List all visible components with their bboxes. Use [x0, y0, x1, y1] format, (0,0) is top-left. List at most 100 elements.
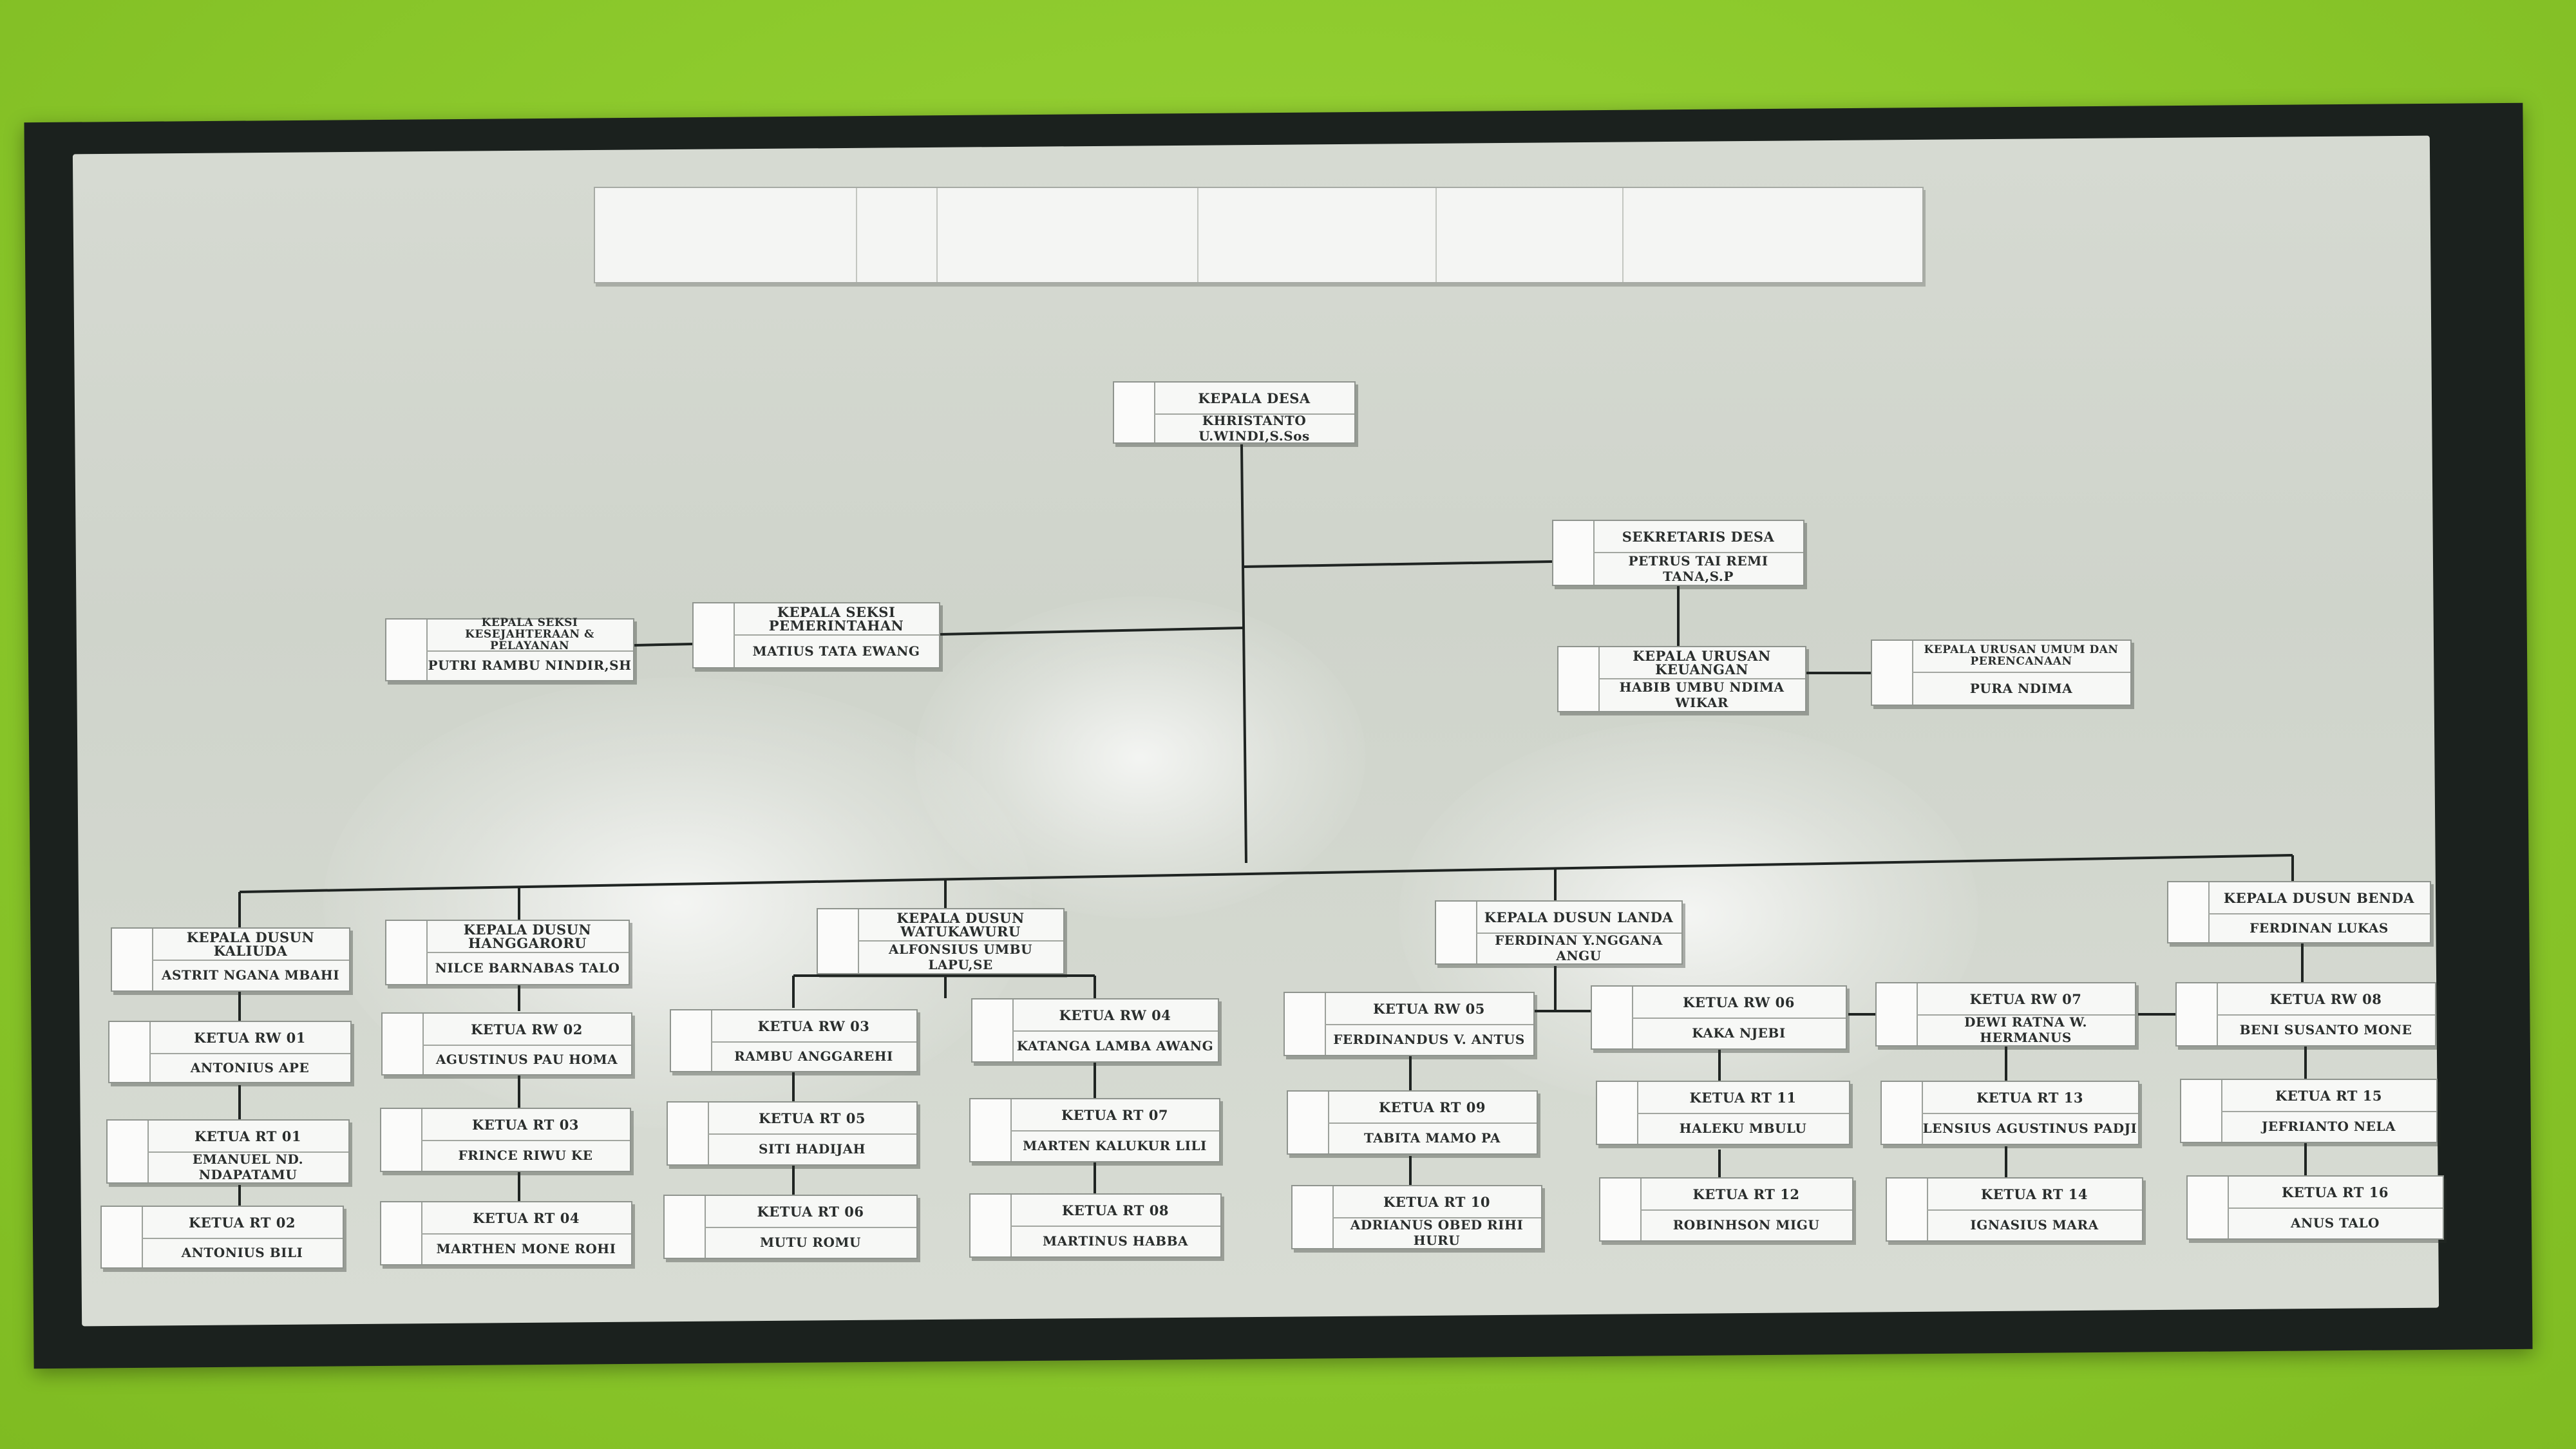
card-photo-slot — [1877, 983, 1918, 1045]
person-name: SITI HADIJAH — [759, 1141, 866, 1157]
person-name: PETRUS TAI REMI TANA,S.P — [1628, 553, 1768, 584]
person-name: PURA NDIMA — [1969, 680, 2073, 696]
position-title: KETUA RT 14 — [1927, 1179, 2142, 1211]
person-name: LENSIUS AGUSTINUS PADJI — [1922, 1121, 2137, 1136]
position-title: KEPALA URUSAN UMUM DAN PERENCANAAN — [1912, 641, 2130, 673]
position-title: KETUA RT 04 — [421, 1202, 631, 1235]
person-name: ROBINHSON MIGU — [1672, 1217, 1820, 1233]
card-rw03: KETUA RW 03 RAMBU ANGGAREHI — [670, 1009, 918, 1072]
card-kadus-benda: KEPALA DUSUN BENDA FERDINAN LUKAS — [2167, 881, 2431, 943]
person-name: ANUS TALO — [2291, 1215, 2380, 1231]
person-name: FERDINAN Y.NGGANA ANGU — [1495, 933, 1663, 963]
person-name: KAKA NJEBI — [1692, 1025, 1786, 1041]
title-strip-segment — [1622, 188, 1624, 282]
person-name: NILCE BARNABAS TALO — [435, 960, 620, 976]
position-title: KEPALA DUSUN LANDA — [1476, 902, 1681, 934]
position-title: KEPALA DUSUN KALIUDA — [152, 929, 349, 961]
card-photo-slot — [109, 1022, 151, 1082]
position-title: KEPALA DUSUN BENDA — [2208, 882, 2430, 914]
card-photo-slot — [972, 999, 1014, 1061]
card-photo-slot — [2177, 983, 2218, 1045]
position-title: SEKRETARIS DESA — [1593, 521, 1803, 553]
person-name: KATANGA LAMBA AWANG — [1016, 1038, 1214, 1054]
card-photo-slot — [102, 1207, 143, 1267]
card-photo-slot — [1872, 641, 1913, 705]
card-photo-slot — [2181, 1080, 2222, 1142]
person-name: MUTU ROMU — [760, 1235, 861, 1250]
position-title: KETUA RW 07 — [1917, 983, 2135, 1016]
position-title: KETUA RW 05 — [1325, 993, 1533, 1025]
card-photo-slot — [818, 909, 859, 973]
card-kadus-kaliuda: KEPALA DUSUN KALIUDA ASTRIT NGANA MBAHI — [111, 927, 350, 992]
card-photo-slot — [665, 1196, 706, 1258]
position-title: KEPALA DUSUN WATUKAWURU — [858, 909, 1063, 942]
position-title: KETUA RT 15 — [2221, 1080, 2436, 1112]
card-photo-slot — [1293, 1186, 1334, 1248]
card-rt08: KETUA RT 08 MARTINUS HABBA — [969, 1193, 1222, 1258]
card-photo-slot — [1288, 1092, 1329, 1153]
card-photo-slot — [1114, 383, 1155, 442]
card-rt15: KETUA RT 15 JEFRIANTO NELA — [2180, 1079, 2438, 1143]
card-photo-slot — [2188, 1177, 2229, 1238]
card-photo-slot — [1285, 993, 1326, 1055]
card-photo-slot — [112, 929, 153, 990]
card-rt12: KETUA RT 12 ROBINHSON MIGU — [1599, 1177, 1853, 1242]
person-name: FERDINANDUS V. ANTUS — [1333, 1032, 1525, 1047]
person-name: MARTEN KALUKUR LILI — [1023, 1138, 1207, 1153]
position-title: KETUA RW 03 — [711, 1010, 916, 1043]
position-title: KETUA RT 09 — [1328, 1092, 1537, 1124]
person-name: ANTONIUS BILI — [181, 1245, 303, 1260]
card-photo-slot — [1597, 1082, 1638, 1144]
person-name: EMANUEL ND. NDAPATAMU — [192, 1151, 304, 1182]
person-name: RAMBU ANGGAREHI — [734, 1048, 893, 1064]
position-title: KEPALA SEKSI PEMERINTAHAN — [734, 603, 939, 636]
person-name: IGNASIUS MARA — [1970, 1217, 2099, 1233]
person-name: PUTRI RAMBU NINDIR,SH — [428, 658, 632, 673]
card-photo-slot — [668, 1103, 709, 1164]
person-name: JEFRIANTO NELA — [2261, 1119, 2396, 1134]
card-photo-slot — [381, 1202, 422, 1264]
person-name: FERDINAN LUKAS — [2249, 920, 2389, 936]
person-name: MARTINUS HABBA — [1042, 1233, 1189, 1249]
position-title: KEPALA DESA — [1154, 383, 1354, 415]
card-photo-slot — [1887, 1179, 1928, 1240]
card-photo-slot — [694, 603, 735, 667]
card-photo-slot — [108, 1121, 149, 1182]
card-photo-slot — [1553, 521, 1595, 585]
position-title: KEPALA SEKSI KESEJAHTERAAN & PELAYANAN — [426, 617, 633, 652]
person-name: FRINCE RIWU KE — [458, 1148, 593, 1163]
position-title: KETUA RW 01 — [149, 1022, 350, 1054]
person-name: KHRISTANTO U.WINDI,S.Sos — [1198, 412, 1310, 444]
position-title: KETUA RT 13 — [1922, 1082, 2138, 1114]
position-title: KETUA RT 02 — [142, 1207, 343, 1239]
person-name: ASTRIT NGANA MBAHI — [161, 967, 340, 983]
position-title: KEPALA DUSUN HANGGARORU — [426, 921, 629, 953]
position-title: KETUA RT 08 — [1010, 1195, 1220, 1227]
title-strip-segment — [1197, 188, 1198, 282]
card-photo-slot — [386, 921, 428, 984]
position-title: KETUA RT 12 — [1640, 1179, 1852, 1211]
card-photo-slot — [1600, 1179, 1642, 1240]
title-strip-segment — [1435, 188, 1437, 282]
card-kasi-kesejahteraan: KEPALA SEKSI KESEJAHTERAAN & PELAYANAN PU… — [385, 617, 634, 681]
card-kasi-pemerintahan: KEPALA SEKSI PEMERINTAHAN MATIUS TATA EWA… — [692, 602, 940, 668]
person-name: HABIB UMBU NDIMA WIKAR — [1619, 679, 1785, 710]
card-kaur-umum: KEPALA URUSAN UMUM DAN PERENCANAAN PURA N… — [1871, 639, 2132, 706]
person-name: ADRIANUS OBED RIHI HURU — [1350, 1217, 1524, 1248]
person-name: MATIUS TATA EWANG — [752, 643, 920, 659]
